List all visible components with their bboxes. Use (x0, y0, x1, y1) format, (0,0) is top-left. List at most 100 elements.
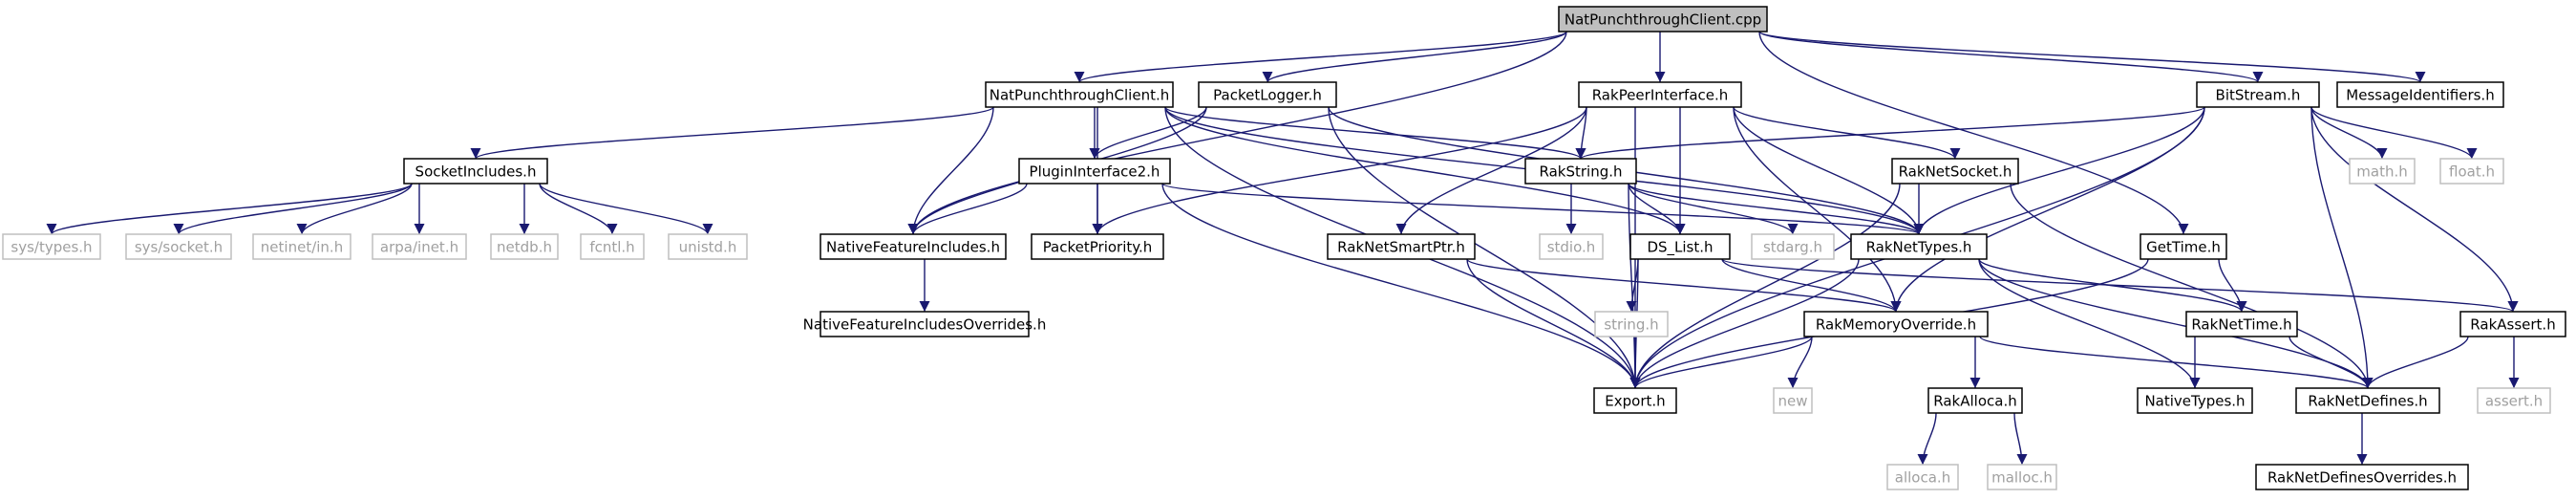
edge-n1-to-n5 (1758, 31, 2264, 83)
node-box (372, 233, 467, 260)
node-label: RakAssert.h (2470, 316, 2555, 334)
node-label: PluginInterface2.h (1030, 163, 1160, 181)
edge-n5-to-n26 (2310, 106, 2388, 160)
node-box (252, 233, 351, 260)
edge-n30-to-n35 (1629, 336, 1813, 389)
node-box (1578, 81, 1742, 108)
node-box (125, 233, 232, 260)
edge-n9-to-n23 (1628, 183, 1799, 235)
node-label: RakNetSmartPtr.h (1337, 239, 1465, 256)
node-messageidentifiers-h[interactable]: MessageIdentifiers.h (2336, 81, 2504, 108)
node-label: new (1778, 393, 1807, 410)
node-rakstring-h[interactable]: RakString.h (1524, 158, 1637, 185)
node-label: NativeTypes.h (2144, 393, 2245, 410)
edge-n1-to-n25 (1758, 31, 2189, 235)
node-packetlogger-h[interactable]: PacketLogger.h (1198, 81, 1337, 108)
node-box (1327, 233, 1476, 260)
node-box (1886, 464, 1959, 490)
node-box (1751, 233, 1835, 260)
edge-n8-to-n24 (1161, 183, 1925, 235)
node-box (1558, 6, 1768, 33)
node-raknetdefinesoverrides-h[interactable]: RakNetDefinesOverrides.h (2255, 464, 2469, 490)
node-label: assert.h (2485, 393, 2543, 410)
node-raknettypes-h[interactable]: RakNetTypes.h (1850, 233, 1988, 260)
node-rakmemoryoverride-h[interactable]: RakMemoryOverride.h (1803, 311, 1989, 337)
node-label: RakNetSocket.h (1899, 163, 2012, 181)
edge-n2-to-n9 (1164, 106, 1586, 160)
edge-n32-to-n37 (2362, 336, 2469, 389)
node-stdarg-h: stdarg.h (1751, 233, 1835, 260)
node-natpunchthroughclient-h[interactable]: NatPunchthroughClient.h (985, 81, 1174, 108)
node-label: RakNetDefines.h (2308, 393, 2427, 410)
node-assert-h: assert.h (2477, 387, 2551, 414)
edge-n20-to-n30 (1466, 258, 1902, 313)
node-label: DS_List.h (1647, 239, 1713, 257)
node-ds-list-h[interactable]: DS_List.h (1629, 233, 1731, 260)
node-raknetsocket-h[interactable]: RakNetSocket.h (1891, 158, 2019, 185)
edge-n9-to-n24 (1628, 183, 1925, 235)
edge-n4-to-n20 (1395, 106, 1587, 235)
edge-n5-to-n24 (1913, 106, 2205, 235)
node-label: netinet/in.h (261, 239, 343, 256)
node-raknetsmartptr-h[interactable]: RakNetSmartPtr.h (1327, 233, 1476, 260)
node-label: netdb.h (497, 239, 552, 256)
node-box (2255, 464, 2469, 490)
edge-n24-to-n37 (1978, 258, 2374, 389)
node-box (403, 158, 548, 185)
node-fcntl-h: fcntl.h (580, 233, 645, 260)
node-bitstream-h[interactable]: BitStream.h (2196, 81, 2320, 108)
edge-n2-to-n7 (470, 106, 994, 160)
node-string-h: string.h (1594, 311, 1669, 337)
node-label: sys/socket.h (135, 239, 223, 256)
node-box (820, 311, 1030, 337)
node-raknetdefines-h[interactable]: RakNetDefines.h (2295, 387, 2440, 414)
edge-n3-to-n35 (1328, 106, 1641, 389)
node-label: PacketPriority.h (1043, 239, 1153, 256)
node-nativetypes-h[interactable]: NativeTypes.h (2137, 387, 2253, 414)
node-nativefeatureincludesoverrides-h[interactable]: NativeFeatureIncludesOverrides.h (803, 311, 1047, 337)
node-box (1629, 233, 1731, 260)
edge-n22-to-n32 (1721, 258, 2519, 313)
node-box (2439, 158, 2504, 185)
node-label: arpa/inet.h (380, 239, 458, 256)
node-nativefeatureincludes-h[interactable]: NativeFeatureIncludes.h (820, 233, 1007, 260)
node-label: RakMemoryOverride.h (1816, 316, 1976, 334)
node-box (2336, 81, 2504, 108)
edge-n7-to-n11 (46, 183, 413, 235)
node-box (1031, 233, 1164, 260)
node-box (1891, 158, 2019, 185)
edge-n7-to-n16 (539, 183, 618, 235)
node-packetpriority-h[interactable]: PacketPriority.h (1031, 233, 1164, 260)
edge-n7-to-n13 (296, 183, 413, 235)
edge-n3-to-n8 (1089, 106, 1207, 160)
node-label: RakPeerInterface.h (1592, 87, 1729, 104)
node-raknettime-h[interactable]: RakNetTime.h (2185, 311, 2298, 337)
node-box (2295, 387, 2440, 414)
edge-n4-to-n10 (1733, 106, 1961, 160)
node-rakpeerinterface-h[interactable]: RakPeerInterface.h (1578, 81, 1742, 108)
node-label: RakAlloca.h (1933, 393, 2016, 410)
node-label: NativeFeatureIncludes.h (826, 239, 1000, 256)
node-box (1927, 387, 2023, 414)
node-label: RakNetDefinesOverrides.h (2267, 469, 2457, 487)
node-natpunchthroughclient-cpp[interactable]: NatPunchthroughClient.cpp (1558, 6, 1768, 33)
node-box (580, 233, 645, 260)
node-export-h[interactable]: Export.h (1593, 387, 1677, 414)
node-sys-types-h: sys/types.h (2, 233, 101, 260)
node-plugininterface2-h[interactable]: PluginInterface2.h (1018, 158, 1171, 185)
node-box (985, 81, 1174, 108)
node-rakalloca-h[interactable]: RakAlloca.h (1927, 387, 2023, 414)
node-box (2196, 81, 2320, 108)
node-socketincludes-h[interactable]: SocketIncludes.h (403, 158, 548, 185)
node-gettime-h[interactable]: GetTime.h (2140, 233, 2227, 260)
node-sys-socket-h: sys/socket.h (125, 233, 232, 260)
node-label: math.h (2356, 163, 2407, 181)
edge-n34-to-n39 (1917, 412, 1937, 466)
edge-n10-to-n37 (2010, 183, 2374, 389)
node-netinet-in-h: netinet/in.h (252, 233, 351, 260)
edge-n8-to-n18 (907, 183, 1028, 235)
edge-n8-to-n35 (1161, 183, 1641, 389)
node-rakassert-h[interactable]: RakAssert.h (2459, 311, 2566, 337)
edge-n30-to-n37 (1979, 336, 2374, 389)
